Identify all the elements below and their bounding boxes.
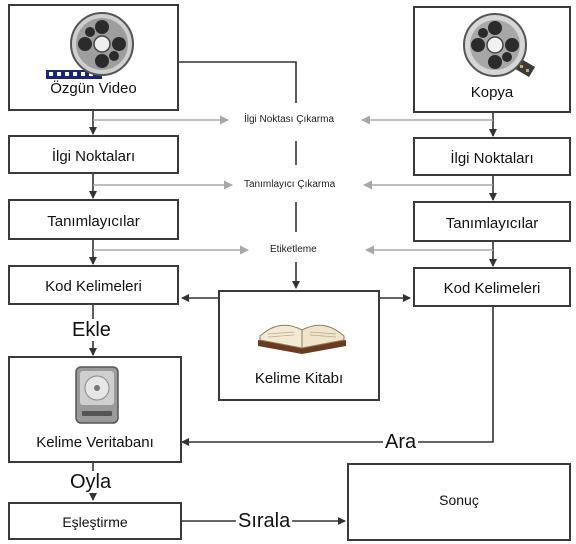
copy-box: Kopya bbox=[413, 6, 571, 113]
result-label: Sonuç bbox=[439, 492, 479, 508]
interest-points-left-box: İlgi Noktaları bbox=[8, 135, 179, 174]
copy-label: Kopya bbox=[470, 84, 514, 101]
search-edge-label: Ara bbox=[383, 431, 419, 453]
matching-label: Eşleştirme bbox=[62, 514, 128, 530]
hard-drive-icon bbox=[74, 365, 120, 430]
descriptor-extraction-label: Tanımlayıcı Çıkarma bbox=[244, 179, 336, 190]
add-edge-label: Ekle bbox=[70, 319, 113, 341]
labeling-label: Etiketleme bbox=[270, 244, 317, 255]
process-stream-line bbox=[178, 61, 297, 103]
film-reel-icon bbox=[38, 10, 148, 87]
codewords-right-label: Kod Kelimeleri bbox=[443, 280, 541, 297]
arrow-codewords-to-database-search bbox=[181, 306, 494, 446]
descriptors-left-label: Tanımlayıcılar bbox=[47, 213, 140, 230]
open-book-icon bbox=[254, 304, 350, 361]
codewords-left-box: Kod Kelimeleri bbox=[8, 265, 179, 305]
sort-edge-label: Sırala bbox=[236, 510, 293, 532]
descriptors-left-box: Tanımlayıcılar bbox=[8, 199, 179, 240]
interest-points-left-label: İlgi Noktaları bbox=[51, 148, 136, 165]
interest-point-extraction-label: İlgi Noktası Çıkarma bbox=[244, 114, 335, 125]
codewords-left-label: Kod Kelimeleri bbox=[45, 278, 142, 295]
original-video-box: Özgün Video bbox=[8, 4, 179, 111]
codebook-label: Kelime Kitabı bbox=[254, 370, 344, 387]
word-database-box: Kelime Veritabanı bbox=[8, 356, 182, 463]
codebook-box: Kelime Kitabı bbox=[218, 290, 380, 401]
codewords-right-box: Kod Kelimeleri bbox=[413, 267, 571, 307]
original-video-label: Özgün Video bbox=[50, 80, 137, 97]
film-reel-with-strip-icon bbox=[459, 11, 539, 92]
interest-points-right-label: İlgi Noktaları bbox=[450, 150, 534, 167]
matching-box: Eşleştirme bbox=[8, 502, 182, 540]
vote-edge-label: Oyla bbox=[68, 471, 114, 493]
descriptors-right-box: Tanımlayıcılar bbox=[413, 201, 571, 242]
interest-points-right-box: İlgi Noktaları bbox=[413, 137, 571, 176]
result-box: Sonuç bbox=[347, 463, 571, 541]
word-database-label: Kelime Veritabanı bbox=[36, 434, 154, 451]
descriptors-right-label: Tanımlayıcılar bbox=[445, 215, 539, 232]
